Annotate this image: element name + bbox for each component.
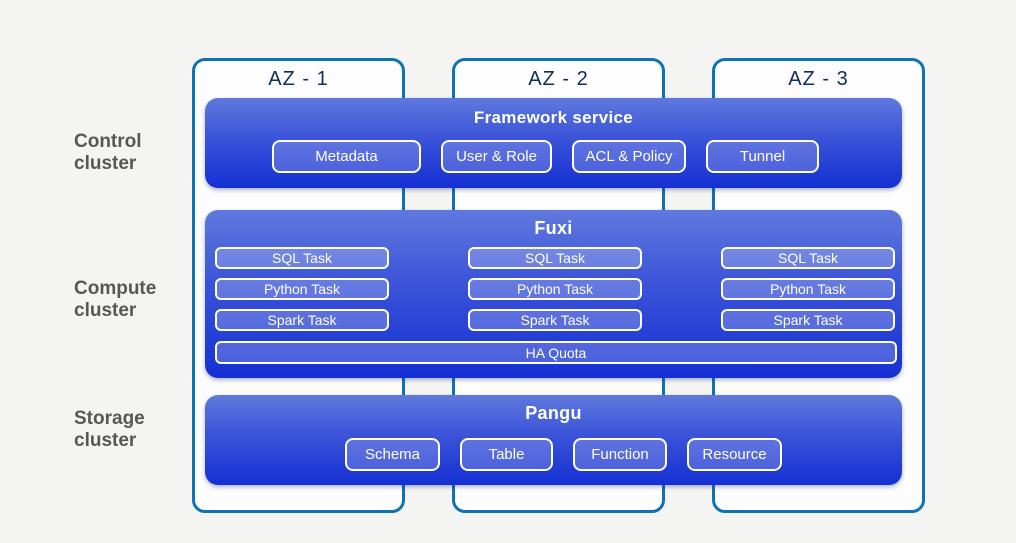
node-sql-task: SQL Task (215, 247, 389, 269)
fuxi-task-column-az2: SQL Task Python Task Spark Task (468, 247, 642, 331)
node-schema: Schema (345, 438, 440, 471)
az-column-1-label: AZ - 1 (268, 68, 329, 90)
node-ha-quota: HA Quota (215, 341, 897, 364)
node-spark-task: Spark Task (468, 309, 642, 331)
node-python-task: Python Task (215, 278, 389, 300)
node-function: Function (573, 438, 667, 471)
node-python-task: Python Task (721, 278, 895, 300)
node-table: Table (460, 438, 553, 471)
node-acl-policy: ACL & Policy (572, 140, 686, 173)
fuxi-box: Fuxi SQL Task Python Task Spark Task SQL… (205, 210, 902, 378)
node-user-role: User & Role (441, 140, 552, 173)
row-label-control-cluster: Control cluster (74, 131, 142, 175)
node-sql-task: SQL Task (468, 247, 642, 269)
node-metadata: Metadata (272, 140, 421, 173)
row-label-storage-cluster: Storage cluster (74, 408, 145, 452)
node-python-task: Python Task (468, 278, 642, 300)
fuxi-task-column-az1: SQL Task Python Task Spark Task (215, 247, 389, 331)
framework-service-components: Metadata User & Role ACL & Policy Tunnel (189, 140, 902, 173)
az-column-3-label: AZ - 3 (788, 68, 849, 90)
node-tunnel: Tunnel (706, 140, 819, 173)
node-spark-task: Spark Task (721, 309, 895, 331)
node-resource: Resource (687, 438, 782, 471)
az-column-2-label: AZ - 2 (528, 68, 589, 90)
node-spark-task: Spark Task (215, 309, 389, 331)
framework-service-title: Framework service (473, 108, 634, 127)
fuxi-task-column-az3: SQL Task Python Task Spark Task (721, 247, 895, 331)
pangu-components: Schema Table Function Resource (225, 438, 902, 471)
pangu-title: Pangu (525, 403, 582, 423)
fuxi-title: Fuxi (534, 218, 573, 238)
framework-service-box: Framework service Metadata User & Role A… (205, 98, 902, 188)
row-label-compute-cluster: Compute cluster (74, 278, 157, 322)
pangu-box: Pangu Schema Table Function Resource (205, 395, 902, 485)
node-sql-task: SQL Task (721, 247, 895, 269)
